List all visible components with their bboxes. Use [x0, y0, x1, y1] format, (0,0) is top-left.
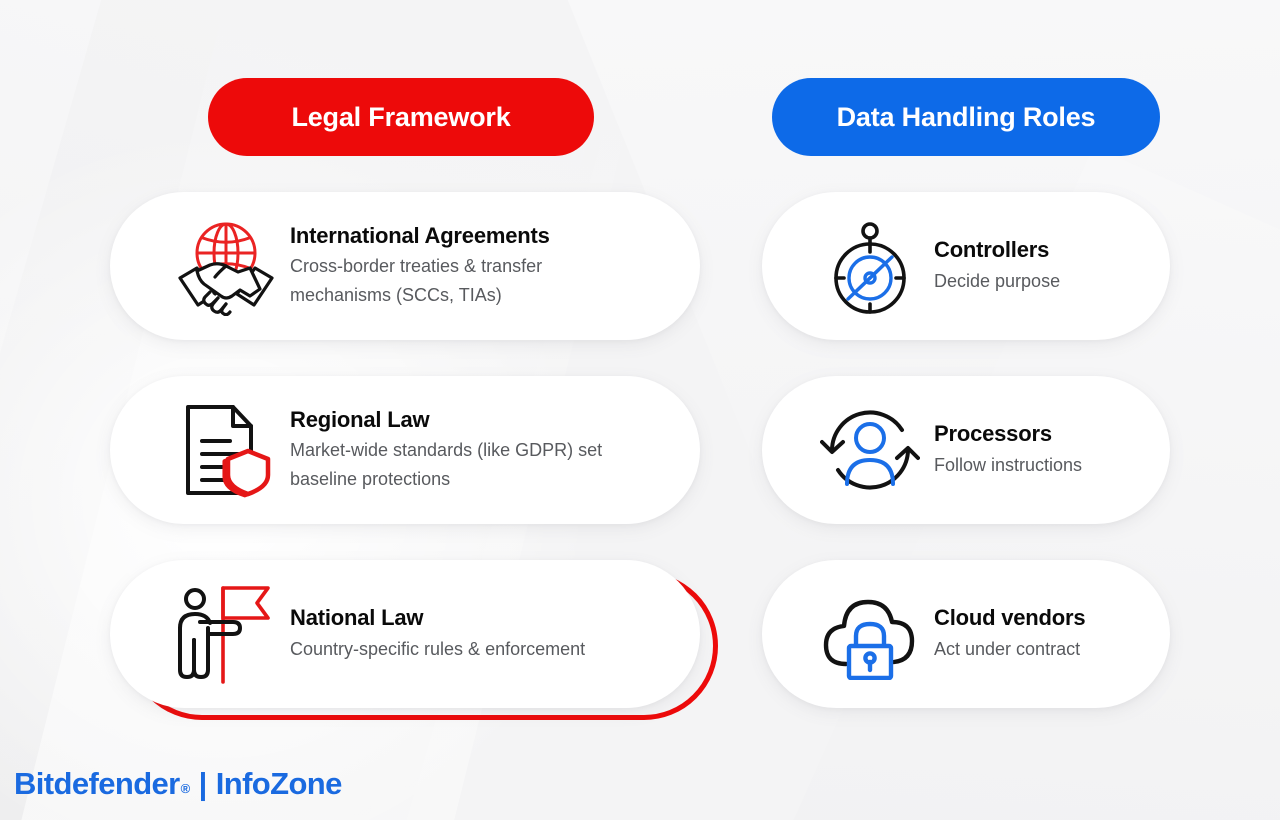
card-processors: Processors Follow instructions — [762, 376, 1170, 524]
card-text: National Law Country-specific rules & en… — [290, 604, 611, 664]
card-wrapper: Cloud vendors Act under contract — [762, 560, 1170, 708]
card-title: National Law — [290, 605, 424, 631]
card-regional-law: Regional Law Market-wide standards (like… — [110, 376, 700, 524]
card-description: Decide purpose — [934, 270, 1061, 291]
column-legal-framework: Legal Framework — [110, 78, 718, 720]
card-title: Regional Law — [290, 406, 430, 432]
card-description: Cross-border treaties & transfer mechani… — [290, 256, 543, 306]
card-text: Cloud vendors Act under contract — [934, 604, 1111, 664]
header-pill-data-handling-roles: Data Handling Roles — [772, 78, 1160, 156]
compass-icon — [806, 216, 934, 316]
card-cloud-vendors: Cloud vendors Act under contract — [762, 560, 1170, 708]
card-national-law: National Law Country-specific rules & en… — [110, 560, 700, 708]
card-wrapper: Regional Law Market-wide standards (like… — [110, 376, 700, 524]
card-title: Cloud vendors — [934, 605, 1086, 631]
card-text: Controllers Decide purpose — [934, 236, 1086, 296]
card-wrapper: Processors Follow instructions — [762, 376, 1170, 524]
card-title: Processors — [934, 421, 1052, 447]
card-description: Country-specific rules & enforcement — [290, 638, 586, 659]
card-wrapper: National Law Country-specific rules & en… — [110, 560, 718, 720]
card-wrapper: Controllers Decide purpose — [762, 192, 1170, 340]
card-title: Controllers — [934, 237, 1050, 263]
card-description: Act under contract — [934, 638, 1081, 659]
document-shield-icon — [162, 401, 290, 499]
card-text: International Agreements Cross-border tr… — [290, 222, 646, 311]
logo-brand: Bitdefender — [14, 766, 180, 801]
card-international-agreements: International Agreements Cross-border tr… — [110, 192, 700, 340]
logo-registered-mark: ® — [180, 781, 191, 796]
person-flag-icon — [162, 582, 290, 686]
person-refresh-icon — [806, 402, 934, 498]
globe-handshake-icon — [162, 216, 290, 316]
card-text: Processors Follow instructions — [934, 420, 1108, 480]
column-data-handling-roles: Data Handling Roles — [762, 78, 1170, 708]
card-wrapper: International Agreements Cross-border tr… — [110, 192, 700, 340]
card-description: Market-wide standards (like GDPR) set ba… — [290, 440, 603, 490]
card-controllers: Controllers Decide purpose — [762, 192, 1170, 340]
logo-product: InfoZone — [215, 766, 343, 801]
cloud-lock-icon — [806, 588, 934, 680]
card-description: Follow instructions — [934, 454, 1083, 475]
bitdefender-infozone-logo: Bitdefender ® | InfoZone — [14, 766, 342, 802]
header-pill-legal-framework: Legal Framework — [208, 78, 594, 156]
logo-separator: | — [198, 766, 208, 801]
card-text: Regional Law Market-wide standards (like… — [290, 406, 646, 495]
card-title: International Agreements — [290, 222, 550, 248]
